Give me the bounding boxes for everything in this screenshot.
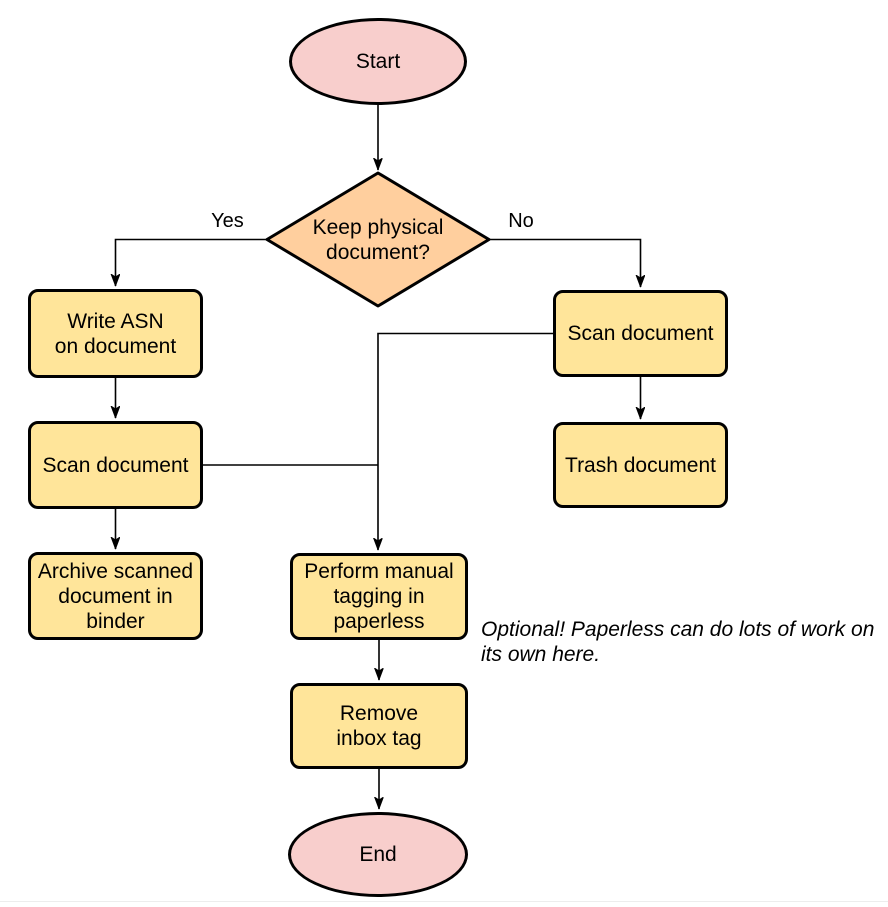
edge-label-no: No <box>508 210 534 232</box>
scan-document-right-node-label: Scan document <box>567 322 714 345</box>
start-node: Start <box>289 18 467 105</box>
edge-decision-no-to-scan-right <box>489 238 641 288</box>
edge-scan-right-to-tagging <box>378 332 553 551</box>
manual-tagging-node-label: Perform manual tagging in paperless <box>304 560 454 633</box>
manual-tagging-node: Perform manual tagging in paperless <box>290 553 468 640</box>
edge-label-yes: Yes <box>211 210 244 232</box>
trash-document-node: Trash document <box>553 422 728 508</box>
archive-node-label: Archive scanned document in binder <box>37 559 194 633</box>
scan-document-left-node: Scan document <box>28 421 203 509</box>
remove-inbox-tag-node: Remove inbox tag <box>290 683 468 769</box>
optional-annotation: Optional! Paperless can do lots of work … <box>481 618 875 666</box>
remove-inbox-tag-node-label: Remove inbox tag <box>336 702 422 750</box>
archive-node: Archive scanned document in binder <box>28 552 203 640</box>
end-node: End <box>288 812 468 897</box>
decision-node-label: Keep physical document? <box>312 215 444 264</box>
edge-decision-yes-to-write-asn <box>116 238 267 287</box>
start-node-label: Start <box>355 50 401 73</box>
write-asn-node: Write ASN on document <box>28 289 203 378</box>
scan-document-right-node: Scan document <box>553 290 728 377</box>
end-node-label: End <box>359 843 397 866</box>
bottom-divider <box>0 901 888 902</box>
trash-document-node-label: Trash document <box>565 453 716 477</box>
scan-document-left-node-label: Scan document <box>42 453 189 477</box>
write-asn-node-label: Write ASN on document <box>54 309 177 358</box>
